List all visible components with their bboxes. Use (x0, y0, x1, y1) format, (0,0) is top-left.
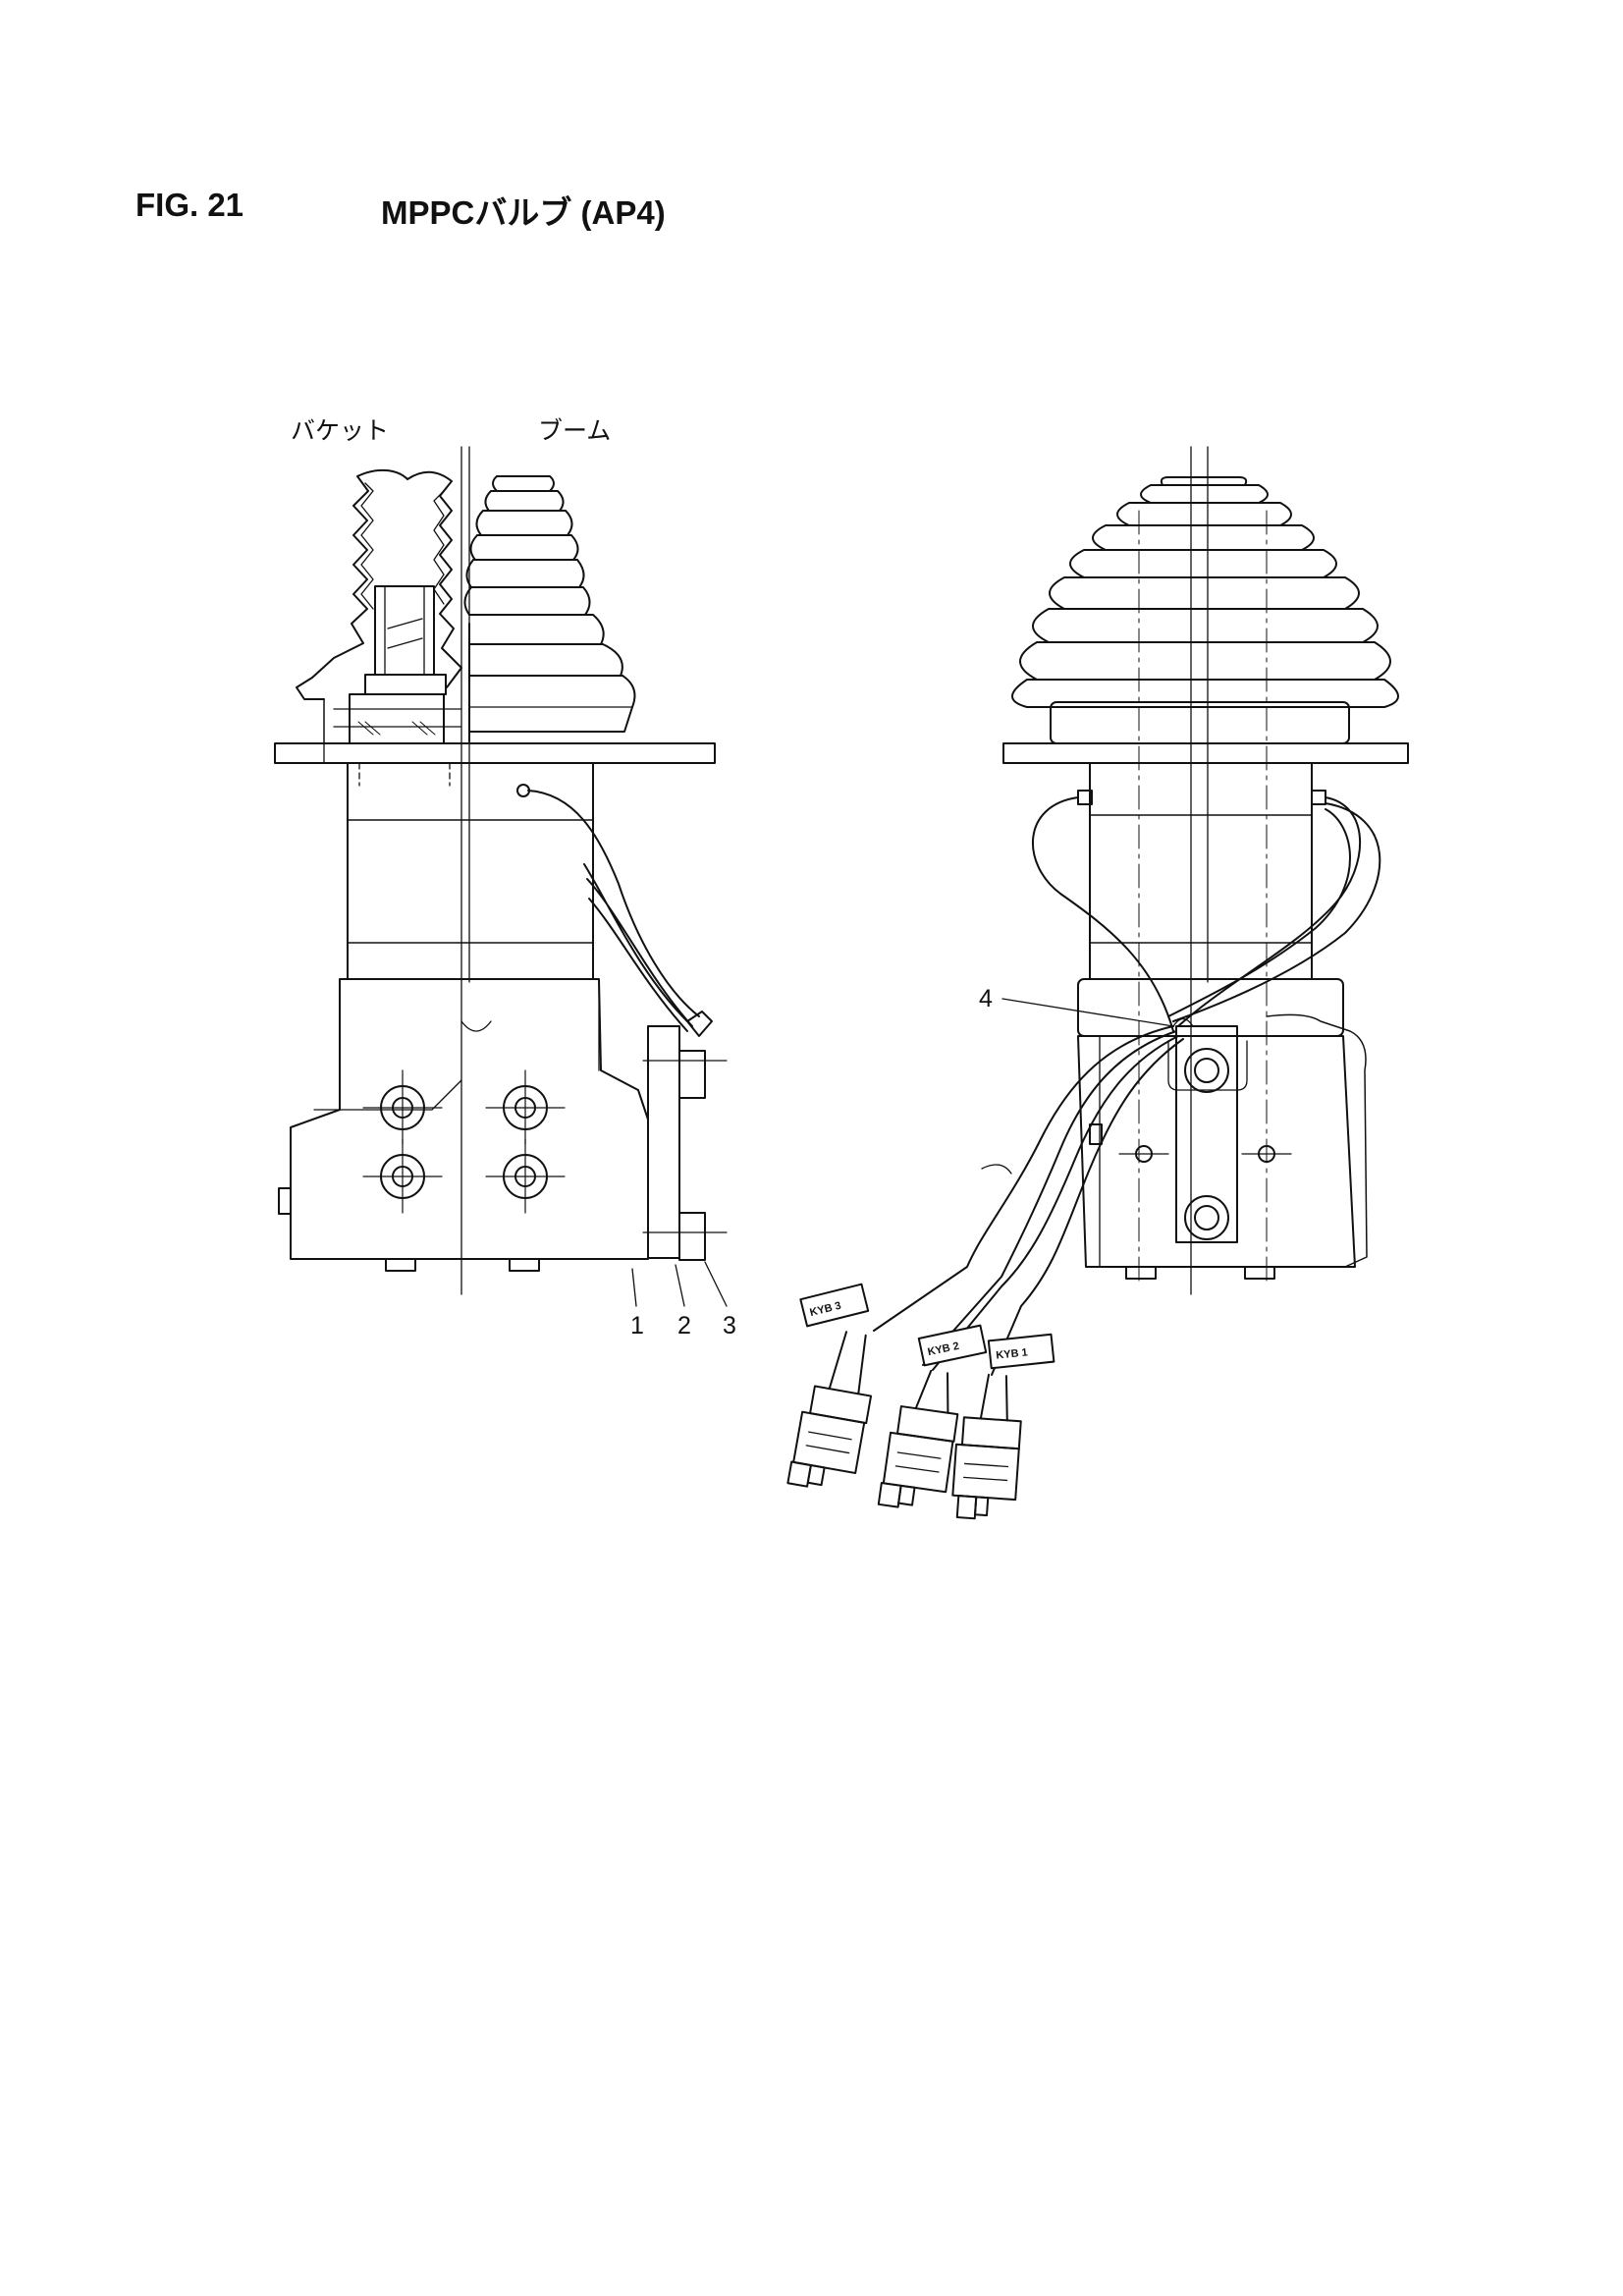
side-plug (278, 1187, 292, 1215)
part-number-3: 3 (723, 1312, 736, 1339)
part-number-1: 1 (630, 1312, 644, 1339)
valve-housing (290, 978, 649, 1260)
plunger-base (349, 693, 445, 744)
label-boom: ブーム (538, 416, 611, 445)
side-bolt-lower (678, 1212, 706, 1261)
boss-lower (1184, 1195, 1229, 1240)
top-plate (274, 742, 716, 764)
port-center-marks (362, 1069, 566, 1214)
conical-boot (1011, 476, 1399, 744)
boss-upper (1184, 1048, 1229, 1093)
connector-plug-1 (951, 1373, 1022, 1520)
plunger-guide (374, 585, 435, 676)
connector-tag-1-text: KYB 1 (996, 1346, 1028, 1361)
connector-tag-2: KYB 2 (917, 1324, 988, 1367)
side-bolt-upper (678, 1050, 706, 1099)
housing-right (1077, 1035, 1356, 1268)
figure-title: MPPCバルブ (AP4) (381, 194, 666, 231)
right-view: 4 KYB 3 KYB 2 KYB 1 (786, 446, 1409, 1520)
bucket-bellows (296, 468, 462, 700)
upper-body (347, 762, 594, 980)
side-plate (647, 1025, 680, 1259)
side-plug-right (1089, 1123, 1103, 1145)
bottom-bolt-left (385, 1258, 416, 1272)
grommet-right (1311, 790, 1326, 805)
left-view: バケット ブーム (274, 416, 736, 1339)
port-holes (380, 1085, 548, 1199)
figure-number: FIG. 21 (135, 187, 244, 223)
connector-tag-1: KYB 1 (987, 1333, 1055, 1370)
top-plate-right (1002, 742, 1409, 764)
bucket-bellows-inner (360, 482, 445, 610)
part-number-2: 2 (677, 1312, 691, 1339)
boom-bellows (463, 475, 636, 742)
bottom-bolt-r-left (1125, 1266, 1157, 1280)
connector-plug-3 (786, 1331, 873, 1488)
cable-tie (981, 1164, 1012, 1175)
connector-plug-2 (877, 1369, 959, 1508)
upper-body-right (1089, 762, 1313, 980)
connector-tag-3: KYB 3 (799, 1283, 870, 1328)
wire-harness-right (873, 796, 1381, 1376)
plunger-collar (364, 674, 447, 695)
wire-clamp (686, 1011, 713, 1037)
bottom-bolt-r-right (1244, 1266, 1275, 1280)
wire-harness-left (527, 790, 700, 1032)
bracket-plate (1175, 1025, 1238, 1243)
bottom-bolt-right (509, 1258, 540, 1272)
label-bucket: バケット (291, 416, 389, 445)
part-number-4: 4 (979, 985, 993, 1012)
